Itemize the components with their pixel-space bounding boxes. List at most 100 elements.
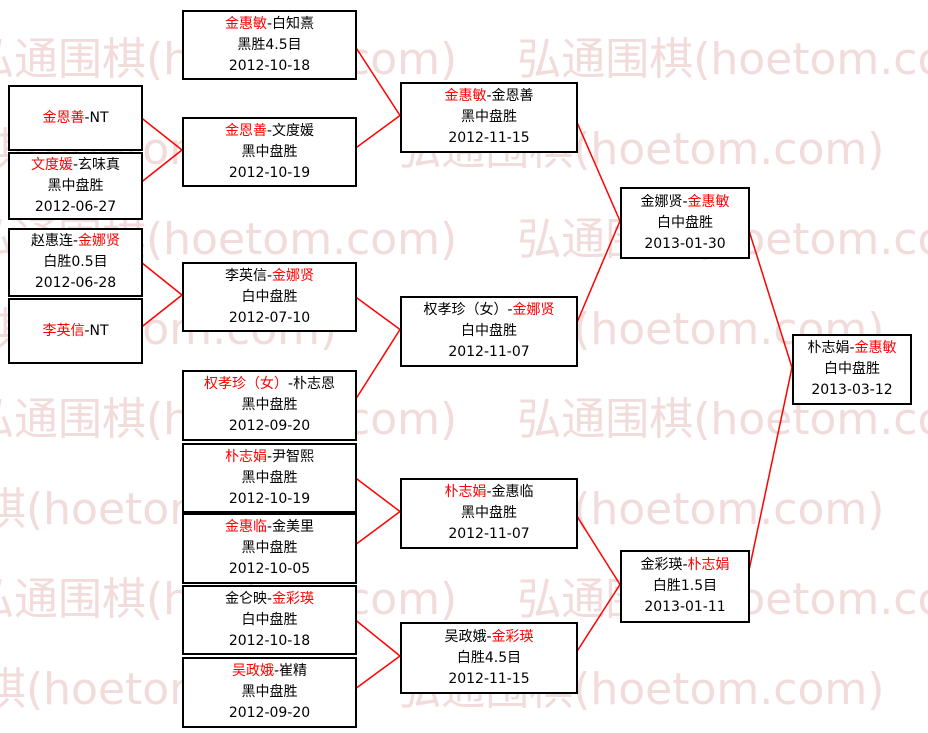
players-separator: - [266,590,273,607]
match-players: 文度媛-玄味真 [31,155,120,176]
connector-line [138,115,183,151]
match-players: 吴政娥-崔精 [232,661,307,682]
watermark-text: 弘通围棋(hoetom.com) [517,34,928,85]
player1-name: 吴政娥 [444,628,487,645]
match-result: 黑胜4.5目 [237,36,302,53]
player1-name: 金惠敏 [224,15,267,32]
match-date: 2012-06-27 [34,198,117,215]
player1-name: 权孝珍（女） [423,302,508,318]
player2-name: 金彩瑛 [491,628,534,645]
match-players: 朴志娟-金惠临 [444,482,533,503]
match-result: 黑中盘胜 [241,469,298,486]
players-separator: - [486,484,492,500]
player2-name: 朴志娟 [687,557,730,573]
player2-name: 金美里 [272,519,315,535]
match-box-c1: 金惠敏-金恩善黑中盘胜 2012-11-15 [400,82,578,153]
players-separator: - [266,122,273,139]
match-box-b8: 吴政娥-崔精黑中盘胜 2012-09-20 [182,657,357,728]
player2-name: NT [89,322,109,339]
players-separator: - [682,557,688,573]
match-result: 黑中盘胜 [241,540,298,556]
connector-line [352,475,401,513]
match-box-b2: 金恩善-文度媛黑中盘胜 2012-10-19 [182,117,357,187]
match-players: 金惠敏-金恩善 [444,86,533,107]
player2-name: 金惠敏 [687,193,730,210]
player1-name: 朴志娟 [807,340,850,356]
match-date: 2013-03-12 [811,382,893,398]
match-players: 朴志娟-尹智熙 [225,447,314,468]
match-result: 黑中盘胜 [241,143,298,160]
player1-name: 金恩善 [42,109,85,126]
players-separator: - [287,376,294,392]
connector-line [138,259,183,296]
players-separator: - [849,340,855,356]
player2-name: 金娜贤 [512,302,555,318]
match-date: 2012-06-28 [34,275,117,291]
match-date: 2012-10-18 [228,57,311,74]
players-separator: - [486,88,492,104]
match-box-a1: 金恩善-NT [8,85,143,151]
connector-line [573,584,621,657]
connector-line [573,220,621,330]
player2-name: 金娜贤 [78,233,121,249]
connector-line [352,294,401,331]
match-players: 金仑映-金彩瑛 [225,589,314,610]
match-date: 2012-11-07 [448,344,530,360]
match-result: 黑中盘胜 [241,684,298,700]
player1-name: 吴政娥 [231,663,274,679]
player2-name: 金惠敏 [854,340,897,356]
player2-name: 尹智熙 [272,448,315,465]
match-players: 金恩善-NT [42,108,108,129]
match-players: 金彩瑛-朴志娟 [640,555,729,576]
player1-name: 金仑映 [224,590,267,607]
match-players: 李英信-NT [42,321,108,342]
match-date: 2012-10-19 [228,164,311,181]
connector-line [745,220,793,368]
match-players: 吴政娥-金彩瑛 [444,627,533,648]
match-box-c2: 权孝珍（女）-金娜贤白中盘胜 2012-11-07 [400,296,578,367]
players-separator: - [266,448,273,465]
match-date: 2012-11-07 [448,526,530,542]
player2-name: 金惠临 [491,484,534,500]
match-date: 2013-01-11 [644,599,726,615]
match-result: 黑中盘胜 [461,505,517,521]
players-separator: - [84,322,90,339]
match-result: 白胜1.5目 [652,578,718,594]
player1-name: 朴志娟 [224,448,267,465]
players-separator: - [266,519,273,535]
match-date: 2012-11-15 [448,130,530,146]
player1-name: 金娜贤 [640,193,683,210]
match-players: 赵惠连-金娜贤 [31,231,120,252]
match-date: 2012-10-18 [228,632,311,649]
players-separator: - [486,628,492,645]
match-players: 权孝珍（女）-金娜贤 [423,300,554,321]
player1-name: 文度媛 [30,156,73,173]
match-players: 金恩善-文度媛 [225,121,314,142]
players-separator: - [72,156,79,173]
match-date: 2012-09-20 [228,705,311,721]
player2-name: 朴志恩 [293,376,336,392]
connector-line [352,42,401,116]
match-date: 2012-07-10 [228,309,311,326]
match-players: 金惠临-金美里 [225,517,314,538]
match-players: 李英信-金娜贤 [225,266,314,287]
match-players: 金惠敏-白知熹 [225,14,314,35]
match-result: 白中盘胜 [461,323,517,339]
player1-name: 金恩善 [224,122,267,139]
match-date: 2012-09-20 [228,418,311,434]
match-box-d2: 金彩瑛-朴志娟白胜1.5目 2013-01-11 [620,550,750,623]
players-separator: - [682,193,688,210]
player2-name: 金恩善 [491,88,534,104]
connector-line [573,115,621,222]
match-result: 黑中盘胜 [461,109,517,125]
connector-line [352,329,401,404]
player1-name: 赵惠连 [30,233,73,249]
